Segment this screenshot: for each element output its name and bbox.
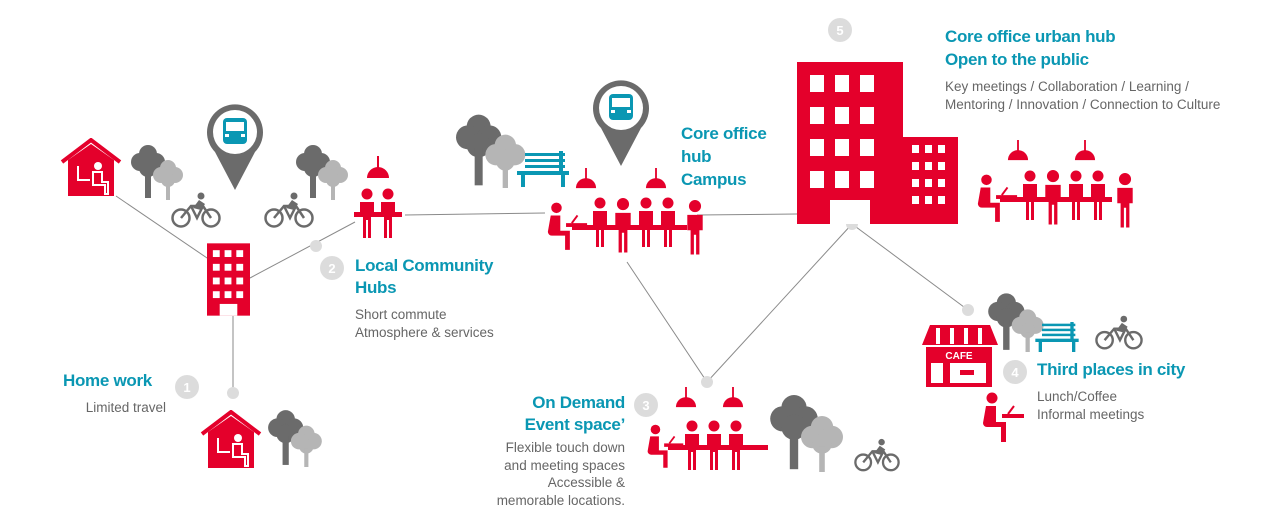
bus-stop-pin-icon — [593, 80, 649, 166]
local-hub-people-icon — [354, 156, 402, 238]
svg-text:1: 1 — [183, 380, 190, 395]
seated-worker-icon — [982, 392, 1025, 442]
step-number-badges: 1 2 3 4 5 — [175, 18, 1027, 417]
home-office-icon — [200, 410, 262, 468]
event-space-table-icon — [646, 387, 768, 470]
svg-text:CAFE: CAFE — [945, 351, 973, 362]
connector-lines — [115, 195, 969, 392]
trees-icon — [268, 410, 322, 467]
cafe-icon: CAFE — [922, 325, 998, 387]
home-office-icon — [60, 138, 122, 196]
trees-icon — [770, 395, 843, 472]
svg-text:4: 4 — [1011, 365, 1019, 380]
svg-text:3: 3 — [642, 398, 649, 413]
bicycle-icon — [854, 438, 900, 472]
third-places-title: Third places in city — [1037, 360, 1185, 379]
bus-stop-pin-icon — [207, 104, 263, 190]
urban-hub-building-icon — [797, 62, 958, 224]
campus-meeting-table-icon — [546, 168, 703, 255]
urban-hub-meeting-table-icon — [976, 140, 1133, 228]
home-work-description: Limited travel — [85, 400, 166, 415]
svg-text:5: 5 — [836, 23, 843, 38]
bicycle-icon — [171, 192, 221, 228]
bicycle-icon — [264, 192, 314, 228]
home-work-title: Home work — [63, 371, 152, 390]
local-office-building-icon — [207, 243, 250, 316]
svg-text:2: 2 — [328, 261, 335, 276]
trees-icon — [131, 145, 183, 200]
connector-dots — [227, 218, 974, 399]
trees-icon — [296, 145, 348, 200]
bicycle-icon — [1095, 315, 1143, 350]
urban-hub-description: Key meetings / Collaboration / Learning … — [945, 79, 1221, 112]
trees-icon — [456, 114, 526, 188]
